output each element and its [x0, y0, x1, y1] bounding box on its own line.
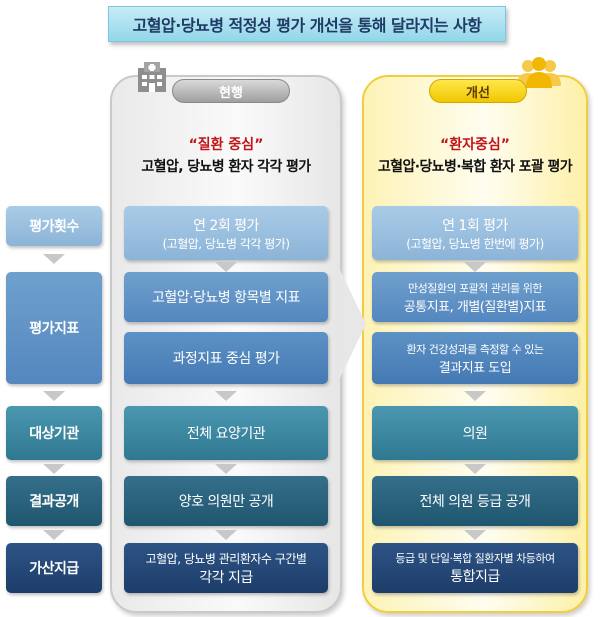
improved-indicator-1-line1: 만성질환의 포괄적 관리를 위한 — [407, 281, 543, 295]
current-frequency: 연 2회 평가 (고혈압, 당뇨병 각각 평가) — [124, 206, 328, 260]
improved-disclosure: 전체 의원 등급 공개 — [372, 476, 578, 526]
page-title: 고혈압·당뇨병 적정성 평가 개선을 통해 달라지는 사항 — [108, 6, 506, 42]
current-indicator-1: 고혈압·당뇨병 항목별 지표 — [124, 272, 328, 322]
current-frequency-sub: (고혈압, 당뇨병 각각 평가) — [162, 236, 290, 251]
improved-bonus-line1: 등급 및 단일·복합 질환자별 차등하여 — [395, 552, 555, 565]
improved-bonus: 등급 및 단일·복합 질환자별 차등하여 통합지급 — [372, 543, 578, 593]
improved-indicator-2: 환자 건강성과를 측정할 수 있는 결과지표 도입 — [372, 332, 578, 384]
current-target: 전체 요양기관 — [124, 406, 328, 460]
improved-indicator-1-line2: 공통지표, 개별(질환별)지표 — [403, 299, 547, 315]
category-target: 대상기관 — [6, 406, 102, 460]
improved-heading-red: “환자중심” — [440, 137, 510, 153]
tab-current: 현행 — [172, 79, 290, 103]
category-indicator: 평가지표 — [6, 272, 102, 384]
improved-heading: 고혈압·당뇨병·복합 환자 포괄 평가 — [377, 159, 573, 175]
chevron-down-icon — [215, 530, 237, 540]
improved-frequency-main: 연 1회 평가 — [442, 217, 508, 234]
chevron-down-icon — [43, 391, 65, 401]
current-heading-red: “질환 중심” — [188, 137, 264, 153]
current-disclosure: 양호 의원만 공개 — [124, 476, 328, 526]
hospital-icon — [138, 62, 166, 92]
chevron-down-icon — [43, 530, 65, 540]
chevron-down-icon — [215, 464, 237, 474]
chevron-down-icon — [464, 464, 486, 474]
current-bonus-line2: 각각 지급 — [199, 569, 253, 586]
improved-indicator-2-line1: 환자 건강성과를 측정할 수 있는 — [406, 342, 544, 356]
current-bonus-line1: 고혈압, 당뇨병 관리환자수 구간별 — [145, 551, 307, 566]
improved-indicator-1: 만성질환의 포괄적 관리를 위한 공통지표, 개별(질환별)지표 — [372, 272, 578, 322]
chevron-down-icon — [464, 391, 486, 401]
chevron-down-icon — [43, 254, 65, 264]
current-bonus: 고혈압, 당뇨병 관리환자수 구간별 각각 지급 — [124, 543, 328, 593]
chevron-down-icon — [43, 464, 65, 474]
current-indicator-2: 과정지표 중심 평가 — [124, 332, 328, 384]
improved-frequency-sub: (고혈압, 당뇨병 한번에 평가) — [406, 236, 544, 251]
chevron-down-icon — [215, 262, 237, 272]
current-heading: 고혈압, 당뇨병 환자 각각 평가 — [141, 159, 311, 175]
improved-target: 의원 — [372, 406, 578, 460]
improved-frequency: 연 1회 평가 (고혈압, 당뇨병 한번에 평가) — [372, 206, 578, 260]
category-frequency: 평가횟수 — [6, 206, 102, 246]
current-frequency-main: 연 2회 평가 — [193, 217, 259, 234]
chevron-down-icon — [464, 530, 486, 540]
improved-bonus-line2: 통합지급 — [450, 569, 500, 585]
people-icon — [517, 57, 561, 88]
chevron-down-icon — [215, 391, 237, 401]
chevron-down-icon — [464, 262, 486, 272]
improved-indicator-2-line2: 결과지표 도입 — [438, 360, 512, 376]
tab-improved: 개선 — [429, 79, 527, 103]
right-arrow-icon — [340, 270, 366, 378]
category-bonus: 가산지급 — [6, 543, 102, 593]
category-disclosure: 결과공개 — [6, 476, 102, 526]
